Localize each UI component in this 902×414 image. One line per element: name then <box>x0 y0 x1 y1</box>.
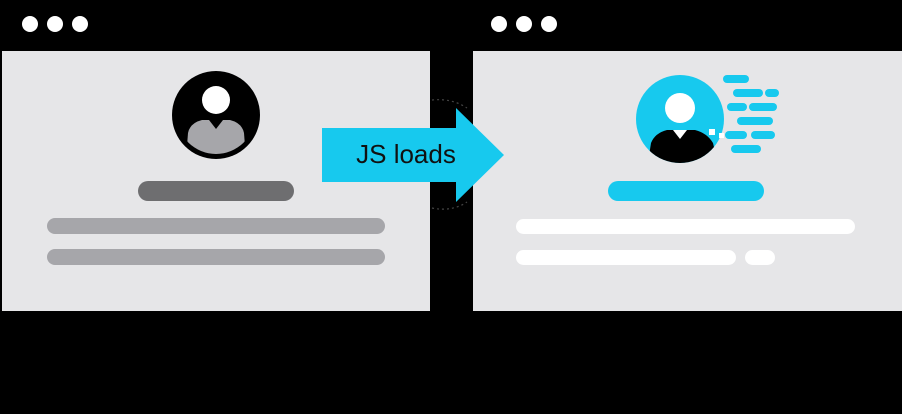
content-line-2b <box>745 250 775 265</box>
skeleton-line-1 <box>47 218 385 234</box>
content-line-1 <box>516 219 855 234</box>
content-line-2 <box>516 250 736 265</box>
window-dot-left-2 <box>47 16 63 32</box>
user-avatar-icon <box>636 75 779 163</box>
skeleton-line-2 <box>47 249 385 265</box>
js-loads-arrow <box>322 99 504 210</box>
window-dot-left-1 <box>22 16 38 32</box>
window-dot-right-3 <box>541 16 557 32</box>
user-avatar-icon <box>172 71 260 159</box>
window-dot-left-3 <box>72 16 88 32</box>
window-dot-right-2 <box>516 16 532 32</box>
motion-streaks <box>723 75 779 153</box>
browser-window-after <box>473 51 902 311</box>
arrow-label: JS loads <box>356 139 456 169</box>
name-bar <box>608 181 764 201</box>
window-dot-right-1 <box>491 16 507 32</box>
skeleton-name-bar <box>138 181 294 201</box>
